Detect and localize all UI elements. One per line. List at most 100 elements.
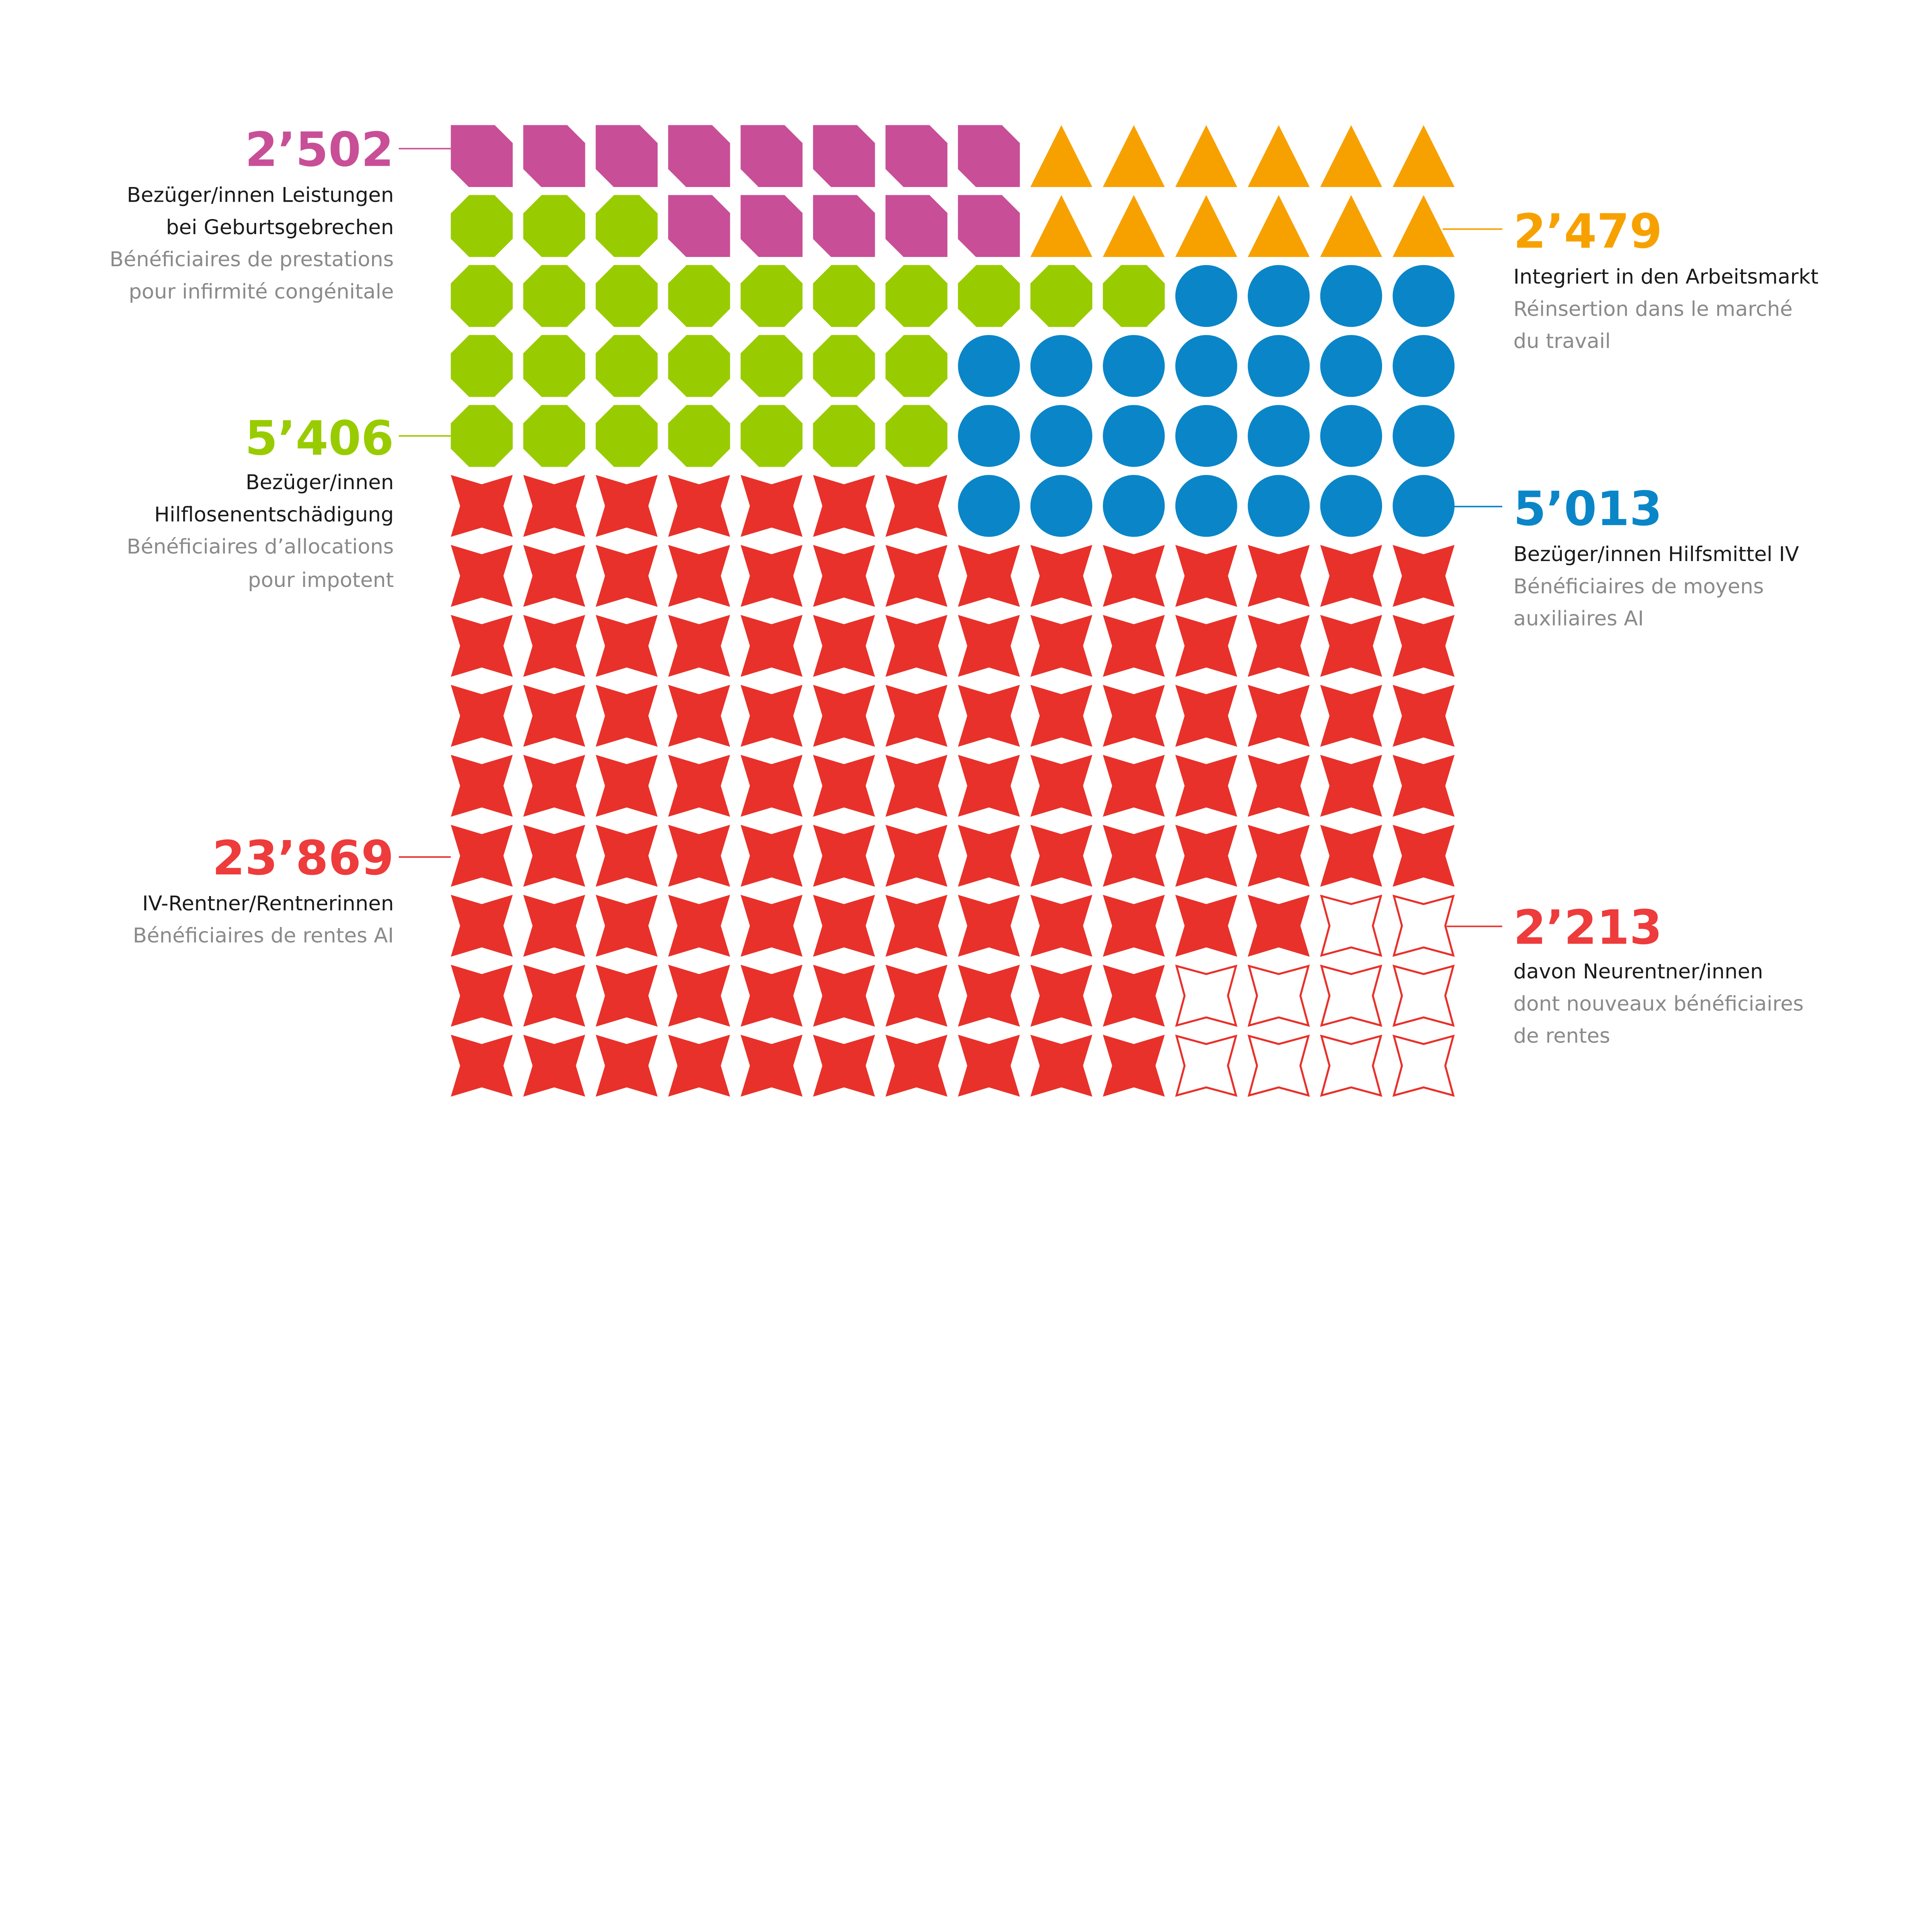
- unit-pension-star-icon: [813, 895, 875, 957]
- unit-integrated-triangle-icon: [1103, 195, 1165, 257]
- unit-birth-chamfered-square-icon: [958, 195, 1020, 257]
- unit-pension-star-icon: [595, 895, 658, 957]
- unit-birth-chamfered-square-icon: [668, 125, 730, 187]
- unit-aids-circle-icon: [1320, 265, 1382, 327]
- unit-pension-star-icon: [1393, 685, 1455, 747]
- unit-aids-circle-icon: [1320, 335, 1382, 397]
- unit-pension-star-icon: [740, 475, 803, 537]
- unit-aids-circle-icon: [1248, 335, 1310, 397]
- unit-pension-star-icon: [958, 755, 1020, 817]
- unit-birth-chamfered-square-icon: [740, 125, 803, 187]
- unit-birth-chamfered-square-icon: [885, 195, 947, 257]
- unit-pension-star-icon: [885, 545, 947, 607]
- value-pension: 23’869: [212, 831, 394, 886]
- label-fr: dont nouveaux bénéficiaires: [1514, 992, 1804, 1015]
- unit-helpless-octagon-icon: [740, 335, 803, 397]
- unit-helpless-octagon-icon: [523, 265, 585, 327]
- unit-pension-star-icon: [1103, 615, 1165, 677]
- unit-pension-star-icon: [1248, 685, 1310, 747]
- unit-pension-star-icon: [1103, 964, 1165, 1027]
- unit-integrated-triangle-icon: [1320, 125, 1382, 187]
- unit-pension-star-icon: [1393, 545, 1455, 607]
- unit-pension-star-icon: [740, 825, 803, 887]
- unit-pension-star-icon: [595, 1034, 658, 1097]
- unit-pension-star-icon: [1103, 755, 1165, 817]
- label-pension: 23’869 IV-Rentner/Rentnerinnen Bénéficia…: [133, 831, 451, 947]
- label-fr: Bénéficiaires d’allocations: [127, 535, 394, 559]
- unit-pension-star-icon: [1175, 545, 1237, 607]
- unit-helpless-octagon-icon: [885, 405, 947, 467]
- unit-pension-star-icon: [885, 685, 947, 747]
- unit-integrated-triangle-icon: [1175, 195, 1237, 257]
- label-fr: du travail: [1514, 330, 1611, 353]
- unit-helpless-octagon-icon: [451, 335, 513, 397]
- label-de: bei Geburtsgebrechen: [166, 216, 394, 239]
- unit-pension-star-icon: [668, 1034, 730, 1097]
- unit-helpless-octagon-icon: [595, 265, 658, 327]
- unit-aids-circle-icon: [958, 335, 1020, 397]
- unit-aids-circle-icon: [1175, 475, 1237, 537]
- unit-aids-circle-icon: [1248, 475, 1310, 537]
- label-fr: pour infirmité congénitale: [129, 280, 394, 303]
- unit-pension-star-icon: [1320, 685, 1382, 747]
- unit-pension-star-icon: [740, 615, 803, 677]
- unit-pension-star-icon: [451, 964, 513, 1027]
- unit-pension-star-icon: [1320, 615, 1382, 677]
- unit-new-pension-star-outline-icon: [1392, 964, 1455, 1027]
- unit-aids-circle-icon: [1175, 335, 1237, 397]
- unit-helpless-octagon-icon: [958, 265, 1020, 327]
- unit-new-pension-star-outline-icon: [1392, 1034, 1455, 1097]
- unit-new-pension-star-outline-icon: [1175, 1034, 1238, 1097]
- unit-pension-star-icon: [885, 825, 947, 887]
- unit-helpless-octagon-icon: [1103, 265, 1165, 327]
- unit-pension-star-icon: [451, 685, 513, 747]
- unit-aids-circle-icon: [1030, 335, 1092, 397]
- unit-pension-star-icon: [958, 1034, 1020, 1097]
- unit-pension-star-icon: [595, 475, 658, 537]
- unit-pension-star-icon: [523, 755, 585, 817]
- unit-helpless-octagon-icon: [451, 265, 513, 327]
- unit-pension-star-icon: [1175, 685, 1237, 747]
- unit-pension-star-icon: [523, 895, 585, 957]
- unit-pension-star-icon: [813, 615, 875, 677]
- unit-aids-circle-icon: [1248, 265, 1310, 327]
- unit-helpless-octagon-icon: [1030, 265, 1092, 327]
- unit-integrated-triangle-icon: [1393, 195, 1455, 257]
- label-fr: Réinsertion dans le marché: [1514, 297, 1793, 321]
- unit-birth-chamfered-square-icon: [668, 195, 730, 257]
- unit-pension-star-icon: [1320, 545, 1382, 607]
- unit-helpless-octagon-icon: [595, 405, 658, 467]
- unit-pension-star-icon: [1103, 685, 1165, 747]
- unit-pension-star-icon: [595, 755, 658, 817]
- unit-pension-star-icon: [885, 475, 947, 537]
- unit-pension-star-icon: [958, 964, 1020, 1027]
- unit-aids-circle-icon: [1248, 405, 1310, 467]
- unit-integrated-triangle-icon: [1175, 125, 1237, 187]
- unit-pension-star-icon: [668, 615, 730, 677]
- unit-pension-star-icon: [885, 895, 947, 957]
- unit-helpless-octagon-icon: [885, 335, 947, 397]
- unit-pension-star-icon: [1248, 895, 1310, 957]
- unit-pension-star-icon: [813, 964, 875, 1027]
- unit-pension-star-icon: [813, 755, 875, 817]
- unit-pension-star-icon: [958, 685, 1020, 747]
- unit-pension-star-icon: [740, 685, 803, 747]
- unit-pension-star-icon: [1030, 685, 1092, 747]
- unit-aids-circle-icon: [1175, 265, 1237, 327]
- unit-pension-star-icon: [451, 545, 513, 607]
- unit-aids-circle-icon: [1393, 405, 1455, 467]
- unit-pension-star-icon: [740, 755, 803, 817]
- unit-birth-chamfered-square-icon: [813, 195, 875, 257]
- unit-pension-star-icon: [523, 1034, 585, 1097]
- unit-helpless-octagon-icon: [451, 405, 513, 467]
- unit-pension-star-icon: [1175, 895, 1237, 957]
- unit-pension-star-icon: [668, 475, 730, 537]
- unit-pension-star-icon: [595, 825, 658, 887]
- unit-new-pension-star-outline-icon: [1392, 895, 1455, 957]
- pictogram-grid: [451, 125, 1455, 1097]
- unit-integrated-triangle-icon: [1030, 125, 1092, 187]
- unit-aids-circle-icon: [1393, 335, 1455, 397]
- unit-pension-star-icon: [1030, 895, 1092, 957]
- unit-aids-circle-icon: [1320, 405, 1382, 467]
- label-fr: auxiliaires AI: [1514, 607, 1644, 631]
